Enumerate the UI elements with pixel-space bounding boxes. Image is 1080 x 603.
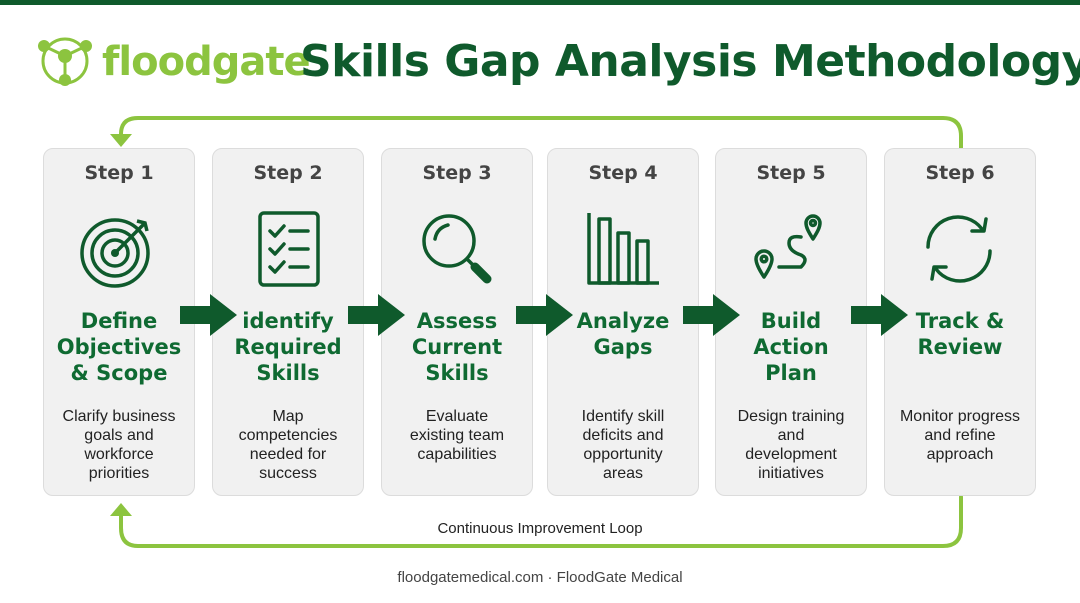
brand-logo: floodgate [34,32,311,92]
target-icon [80,218,150,288]
loop-label: Continuous Improvement Loop [437,520,643,537]
step-arrow-2-3 [348,294,405,336]
step-arrow-3-4 [516,294,573,336]
loop-bottom-line [119,495,963,548]
step-number: Step 1 [84,162,154,184]
step-arrow-5-6 [851,294,908,336]
page-title: Skills Gap Analysis Methodology [300,36,1080,87]
step-number: Step 2 [253,162,323,184]
step-number: Step 6 [925,162,995,184]
step-arrow-4-5 [683,294,740,336]
loop-bottom-arrowhead [110,503,132,516]
refresh-cycle-icon [926,215,992,283]
step-number: Step 4 [588,162,658,184]
magnifier-icon [422,214,492,284]
loop-top-line [119,116,963,150]
loop-top-arrowhead [110,134,132,147]
step-number: Step 5 [756,162,826,184]
checklist-icon [258,211,320,287]
floodgate-molecule-icon [38,37,92,86]
bar-chart-icon [587,213,659,285]
step-number: Step 3 [422,162,492,184]
step-title: Track &Review [915,309,1005,359]
step-arrow-1-2 [180,294,237,336]
top-accent-bar [0,0,1080,5]
footer-credit: floodgatemedical.com · FloodGate Medical [397,569,683,586]
brand-name: floodgate [102,39,311,85]
route-pins-icon [754,214,822,279]
